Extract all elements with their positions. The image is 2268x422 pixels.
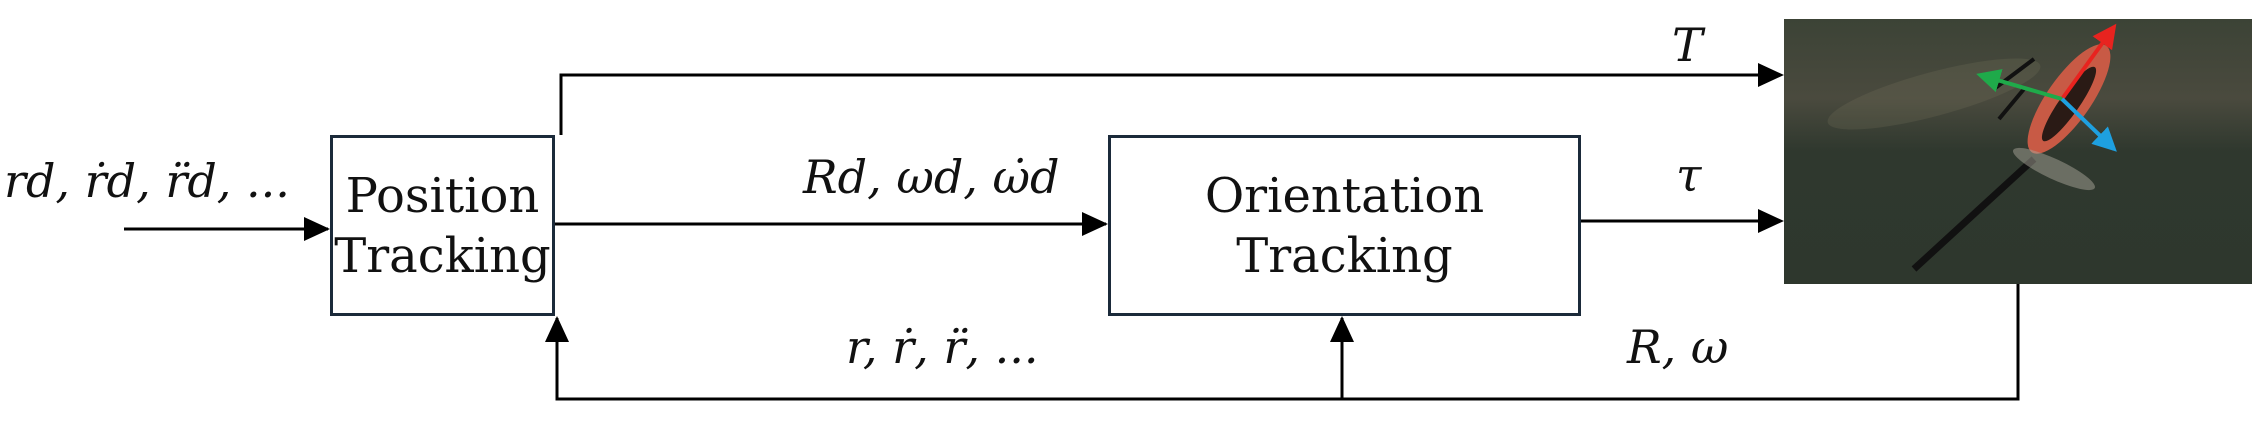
thrust-arrowhead	[1758, 63, 1784, 87]
feedback-line	[555, 284, 2020, 401]
desired-attitude-label: Rd, ωd, ω̇d	[803, 150, 1060, 204]
thrust-label: T	[1672, 18, 1703, 72]
thrust-arrow	[559, 73, 1780, 135]
orientation-tracking-block: Orientation Tracking	[1108, 135, 1581, 316]
desired-attitude-arrowhead	[1082, 212, 1108, 236]
helicopter-tail-boom	[1911, 156, 2037, 272]
attitude-feedback-label: R, ω	[1627, 320, 1729, 374]
desired-position-label: r⁤d, ṙd, r̈d, ...	[4, 154, 290, 208]
z-axis-arrow	[2060, 97, 2117, 152]
feedback-orientation-arrowhead	[1330, 316, 1354, 342]
position-tracking-line2: Tracking	[334, 227, 551, 284]
orientation-tracking-line1: Orientation	[1204, 167, 1485, 224]
helicopter-image	[1784, 19, 2252, 284]
feedback-position-arrowhead	[545, 316, 569, 342]
position-tracking-line1: Position	[345, 167, 540, 224]
torque-arrowhead	[1758, 209, 1784, 233]
orientation-tracking-line2: Tracking	[1236, 227, 1453, 284]
torque-label: τ	[1676, 148, 1702, 202]
y-axis-arrow	[1976, 69, 2063, 101]
input-arrowhead	[304, 217, 330, 241]
position-feedback-label: r, ṙ, r̈, ...	[846, 320, 1039, 374]
x-axis-arrow	[2060, 23, 2117, 101]
position-tracking-block: Position Tracking	[330, 135, 555, 316]
